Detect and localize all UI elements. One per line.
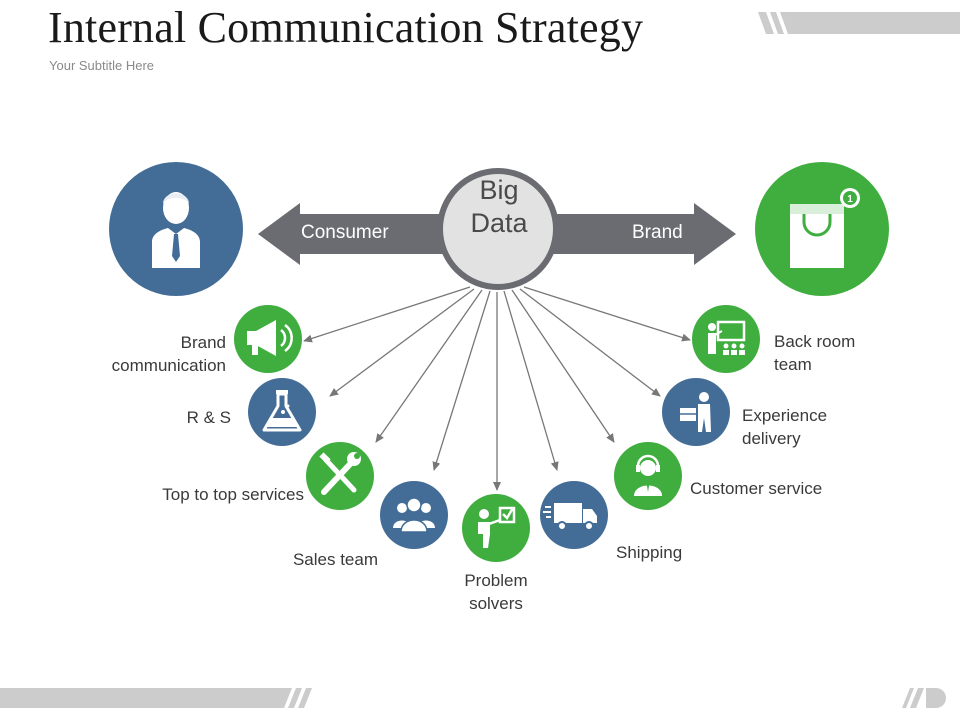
truck-icon (543, 503, 597, 531)
shopping-bag-icon: 1 (790, 188, 860, 268)
node-problem-solvers (462, 494, 530, 562)
problem-solvers-label-line2: solvers (469, 594, 523, 613)
node-shipping (540, 481, 608, 549)
back-room-team-label-line2: team (774, 355, 812, 374)
footer-decor-bar (0, 688, 946, 708)
node-customer-service (614, 442, 682, 510)
connector-lines (303, 286, 691, 491)
consumer-label: Consumer (301, 222, 389, 243)
brand-label: Brand (632, 222, 683, 243)
r-and-s-label: R & S (186, 408, 231, 427)
tools-icon (319, 452, 361, 495)
brand-communication-label: Brand communication (112, 331, 226, 377)
notification-badge: 1 (847, 194, 853, 205)
connector-shipping (503, 290, 559, 471)
brand-arrow (536, 203, 736, 265)
experience-delivery-label: Experience delivery (742, 404, 827, 450)
presentation-board-icon (708, 320, 746, 355)
customer-service-label: Customer service (690, 479, 823, 498)
flask-icon (262, 390, 302, 432)
connector-sales-team (432, 290, 491, 471)
top-to-top-services-label: Top to top services (162, 485, 304, 504)
page-title: Internal Communication Strategy (48, 3, 644, 52)
consumer-circle (109, 162, 243, 296)
brand-communication-label-line1: Brand (180, 333, 226, 352)
big-data-line1: Big (479, 175, 519, 205)
node-sales-team (380, 481, 448, 549)
consumer-arrow (258, 203, 460, 265)
experience-delivery-label-line2: delivery (742, 429, 801, 448)
back-room-team-label: Back room team (774, 330, 855, 376)
big-data-line2: Data (470, 208, 528, 238)
connector-experience-delivery (519, 288, 661, 397)
connector-top-to-top-services (375, 289, 483, 443)
node-back-room-team (692, 305, 760, 373)
back-room-team-label-line1: Back room (774, 332, 856, 351)
delivery-person-icon (680, 392, 711, 432)
node-top-to-top-services (306, 442, 374, 510)
brand-communication-label-line2: communication (111, 356, 226, 375)
presenter-checkmark-icon (478, 506, 516, 548)
connector-brand-communication (303, 286, 471, 343)
connector-r-and-s (329, 288, 475, 397)
big-data-hub (437, 168, 559, 290)
big-data-label: Big Data (442, 174, 556, 240)
connector-customer-service (511, 289, 615, 443)
problem-solvers-label: Problem solvers (446, 569, 546, 615)
page-subtitle: Your Subtitle Here (49, 58, 155, 73)
team-icon (393, 497, 435, 533)
problem-solvers-label-line1: Problem (464, 571, 528, 590)
businessman-icon (152, 192, 200, 268)
node-experience-delivery (662, 378, 730, 446)
node-brand-communication (234, 305, 302, 373)
connector-back-room-team (523, 286, 691, 342)
shipping-label: Shipping (616, 543, 683, 562)
experience-delivery-label-line1: Experience (742, 406, 828, 425)
header-decor-bar (758, 12, 960, 34)
sales-team-label: Sales team (292, 550, 378, 569)
megaphone-icon (247, 320, 293, 356)
brand-circle: 1 (755, 162, 889, 296)
headset-agent-icon (634, 454, 662, 496)
node-r-and-s (248, 378, 316, 446)
